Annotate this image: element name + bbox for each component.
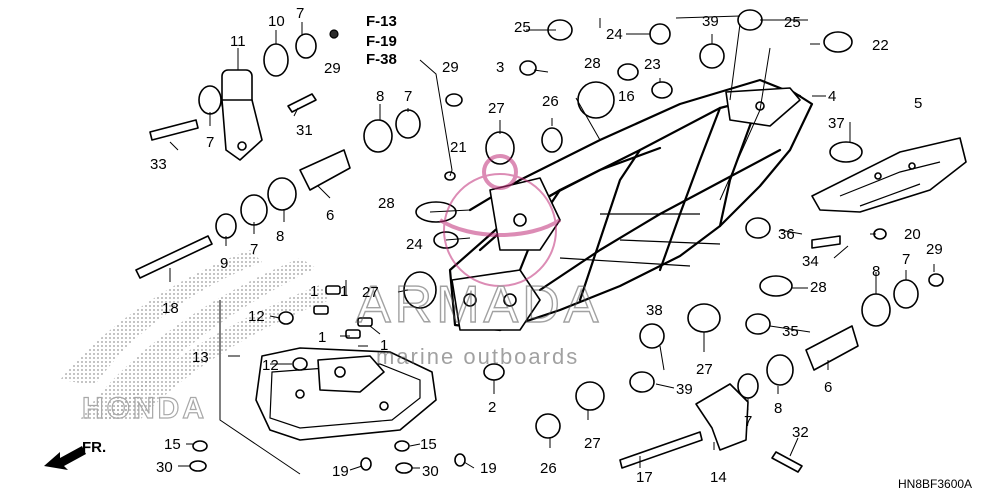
small-fasteners [189,285,466,474]
callout-1[interactable]: 1 [310,283,318,300]
main-frame [448,78,814,332]
callout-2[interactable]: 2 [488,399,496,416]
callout-27[interactable]: 27 [488,100,505,117]
section-ref-f38[interactable]: F-38 [366,51,397,68]
callout-22[interactable]: 22 [872,37,889,54]
engine-mount-bracket [198,29,339,161]
callout-24[interactable]: 24 [406,236,423,253]
callout-17[interactable]: 17 [636,469,653,486]
callout-8[interactable]: 8 [276,228,284,245]
callout-13[interactable]: 13 [192,349,209,366]
watermark-tagline: marine outboards [376,344,579,369]
callout-25[interactable]: 25 [514,19,531,36]
callout-18[interactable]: 18 [162,300,179,317]
callout-29[interactable]: 29 [324,60,341,77]
callout-7[interactable]: 7 [404,88,412,105]
callout-11[interactable]: 11 [230,33,246,50]
callout-8[interactable]: 8 [872,263,880,280]
callout-35[interactable]: 35 [782,323,799,340]
callout-16[interactable]: 16 [618,88,635,105]
callout-39[interactable]: 39 [702,13,719,30]
callout-36[interactable]: 36 [778,226,795,243]
callout-7[interactable]: 7 [250,241,258,258]
callout-4[interactable]: 4 [828,88,836,105]
callout-10[interactable]: 10 [268,13,285,30]
callout-12[interactable]: 12 [262,357,279,374]
callout-7[interactable]: 7 [206,134,214,151]
callout-3[interactable]: 3 [496,59,504,76]
callout-28[interactable]: 28 [378,195,395,212]
callout-7[interactable]: 7 [296,5,304,22]
diagram-code: HN8BF3600A [898,477,972,491]
callout-32[interactable]: 32 [792,424,809,441]
skid-plate [255,347,437,441]
leader-lines [169,15,935,475]
callout-9[interactable]: 9 [220,255,228,272]
callout-numbers: 1 1 1 1 2 3 4 5 6 6 7 7 7 7 7 7 8 8 8 8 … [150,5,943,486]
honda-background-text: HONDA [82,392,207,425]
section-ref-f13[interactable]: F-13 [366,13,397,30]
callout-23[interactable]: 23 [644,56,661,73]
callout-6[interactable]: 6 [824,379,832,396]
callout-8[interactable]: 8 [376,88,384,105]
honda-wing-logo: HONDA [60,250,330,426]
mount-bushings-left [215,109,421,239]
callout-26[interactable]: 26 [540,460,557,477]
callout-29[interactable]: 29 [442,59,459,76]
callout-7[interactable]: 7 [744,413,752,430]
callout-20[interactable]: 20 [904,226,921,243]
rear-sub-frame [811,137,967,213]
callout-34[interactable]: 34 [802,253,819,270]
callout-26[interactable]: 26 [542,93,559,110]
callout-28[interactable]: 28 [810,279,827,296]
callout-15[interactable]: 15 [164,436,181,453]
callout-25[interactable]: 25 [784,14,801,31]
callout-24[interactable]: 24 [606,26,623,43]
callout-39[interactable]: 39 [676,381,693,398]
callout-8[interactable]: 8 [774,400,782,417]
callout-19[interactable]: 19 [332,463,349,480]
callout-1[interactable]: 1 [318,329,326,346]
callout-15[interactable]: 15 [420,436,437,453]
watermark-brand: ARMADA [356,276,602,334]
callout-27[interactable]: 27 [584,435,601,452]
callout-33[interactable]: 33 [150,156,167,173]
callout-27[interactable]: 27 [362,284,379,301]
callout-27[interactable]: 27 [696,361,713,378]
callout-5[interactable]: 5 [914,95,922,112]
callout-38[interactable]: 38 [646,302,663,319]
front-direction-label: FR. [82,439,106,456]
callout-1[interactable]: 1 [380,337,388,354]
callout-31[interactable]: 31 [296,122,313,139]
callout-30[interactable]: 30 [156,459,173,476]
callout-37[interactable]: 37 [828,115,845,132]
callout-21[interactable]: 21 [450,139,467,156]
front-direction-arrow [44,446,86,470]
callout-28[interactable]: 28 [584,55,601,72]
callout-14[interactable]: 14 [710,469,727,486]
callout-7[interactable]: 7 [902,251,910,268]
harness-clamps [403,9,863,439]
callout-1[interactable]: 1 [340,283,348,300]
callout-6[interactable]: 6 [326,207,334,224]
mount-bushings-right [695,279,919,451]
watermark: ARMADA marine outboards [355,154,602,369]
callout-29[interactable]: 29 [926,241,943,258]
callout-19[interactable]: 19 [480,460,497,477]
section-ref-f19[interactable]: F-19 [366,33,397,50]
callout-12[interactable]: 12 [248,308,265,325]
callout-30[interactable]: 30 [422,463,439,480]
